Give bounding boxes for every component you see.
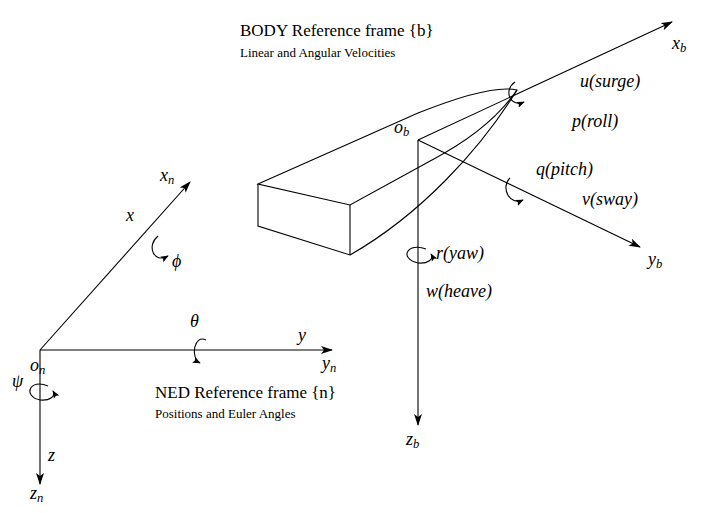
velocity-label: v(sway): [582, 190, 638, 210]
body-z-axis: [417, 140, 418, 425]
axis-label: zn: [30, 484, 43, 504]
yaw-rotation-ned: [30, 384, 54, 400]
frame-title: NED Reference frame {n}: [155, 384, 336, 403]
pitch-rotation-ned: [194, 339, 206, 363]
velocity-label: p(roll): [572, 112, 618, 132]
velocity-label: r(yaw): [436, 244, 484, 264]
axis-label: xb: [672, 34, 686, 54]
body-x-axis: [418, 22, 672, 140]
frame-subtitle: Linear and Angular Velocities: [240, 46, 395, 60]
axis-label: z: [48, 446, 55, 466]
ship-deck: [258, 89, 517, 205]
pitch-rotation-body: [506, 178, 523, 201]
velocity-label: u(surge): [580, 72, 640, 92]
origin-label: ob: [394, 118, 409, 138]
velocity-label: q(pitch): [536, 160, 593, 180]
body-y-axis: [418, 140, 640, 247]
origin-label: on: [30, 356, 45, 376]
frame-subtitle: Positions and Euler Angles: [155, 407, 295, 421]
roll-rotation-body: [509, 82, 524, 103]
velocity-label: w(heave): [426, 282, 492, 302]
axis-label: xn: [160, 166, 174, 186]
euler-angle-label: θ: [190, 312, 199, 332]
axis-label: yn: [322, 354, 336, 374]
euler-angle-label: ϕ: [172, 252, 181, 272]
axis-label: zb: [406, 430, 419, 450]
ned-x-axis: [40, 182, 190, 350]
axis-label: y: [298, 326, 306, 346]
frame-title: BODY Reference frame {b}: [240, 22, 434, 41]
euler-angle-label: ψ: [12, 372, 23, 392]
roll-rotation-ned: [152, 236, 168, 258]
axis-label: x: [126, 206, 134, 226]
yaw-rotation-body: [407, 247, 432, 263]
ned-y-axis: [40, 349, 332, 350]
ship-hull: [258, 90, 517, 255]
ship-stern-edge: [349, 205, 350, 255]
axis-label: yb: [648, 250, 662, 270]
